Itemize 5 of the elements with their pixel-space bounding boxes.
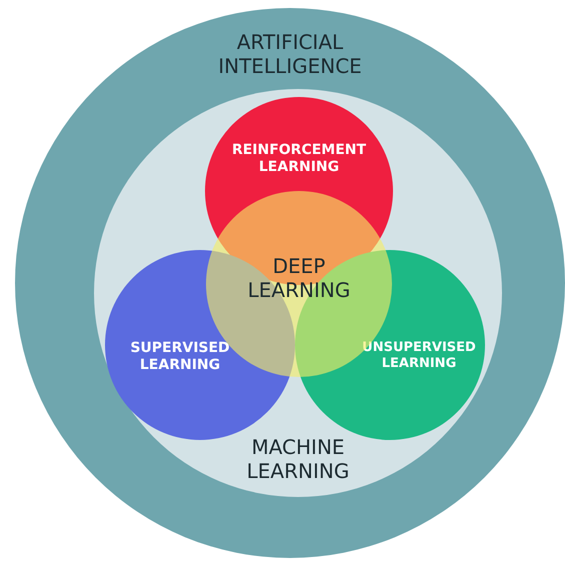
circle-label: MACHINE LEARNING <box>246 435 350 483</box>
circle-label: REINFORCEMENT LEARNING <box>230 142 368 176</box>
circle-label: SUPERVISED LEARNING <box>129 340 231 374</box>
circle-label: ARTIFICIAL INTELLIGENCE <box>217 30 363 78</box>
circle-label: DEEP LEARNING <box>246 254 352 302</box>
